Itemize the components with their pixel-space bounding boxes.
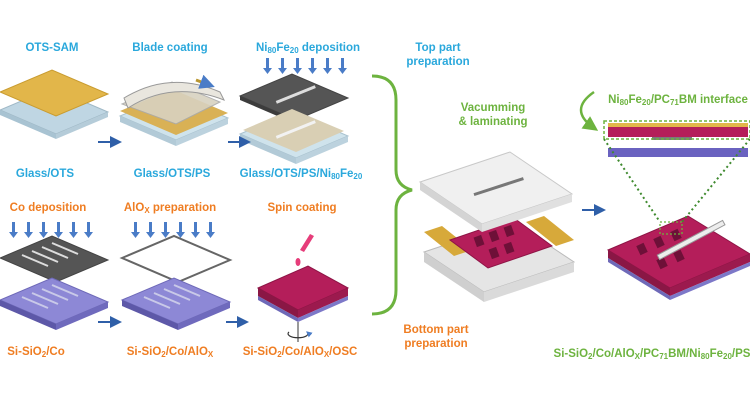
label-bottom-part-2: preparation	[404, 338, 468, 350]
nife-mask-stack	[238, 58, 350, 164]
label-si-co-alox-osc: Si-SiO2/Co/AlOX/OSC	[242, 346, 358, 359]
label-alox-preparation: AlOX preparation	[123, 202, 217, 215]
label-co-deposition: Co deposition	[9, 202, 87, 214]
label-top-part-2: preparation	[406, 56, 470, 68]
label-si-co: Si-SiO2/Co	[7, 346, 65, 359]
label-interface: Ni80Fe20/PC71BM interface	[608, 94, 748, 107]
label-bottom-part-1: Bottom part	[403, 324, 469, 336]
label-nife-deposition: Ni80Fe20 deposition	[255, 42, 361, 55]
glass-ots-stack	[0, 69, 110, 139]
label-final-stack: Si-SiO2/Co/AlOX/PC71BM/Ni80Fe20/PS	[553, 348, 750, 361]
label-glass-ots: Glass/OTS	[15, 168, 75, 180]
final-device	[603, 138, 750, 300]
label-top-part-1: Top part	[415, 42, 461, 54]
glass-ots-ps-stack	[118, 74, 230, 146]
label-si-co-alox: Si-SiO2/Co/AlOX	[126, 346, 214, 359]
label-blade-coating: Blade coating	[132, 42, 208, 54]
interface-cross-section	[579, 90, 750, 157]
alox-stack	[119, 222, 233, 330]
lamination-device	[418, 151, 576, 302]
label-ots-sam: OTS-SAM	[25, 42, 79, 54]
label-vacumming-2: & laminating	[458, 116, 528, 128]
spin-coating-stack	[256, 234, 350, 342]
label-spin-coating: Spin coating	[267, 202, 337, 214]
brace	[371, 74, 413, 316]
co-mask-stack	[0, 222, 110, 330]
label-vacumming-1: Vacumming	[460, 102, 526, 114]
label-glass-ots-ps-nife: Glass/OTS/PS/Ni80Fe20	[239, 168, 363, 181]
label-glass-ots-ps: Glass/OTS/PS	[133, 168, 211, 180]
